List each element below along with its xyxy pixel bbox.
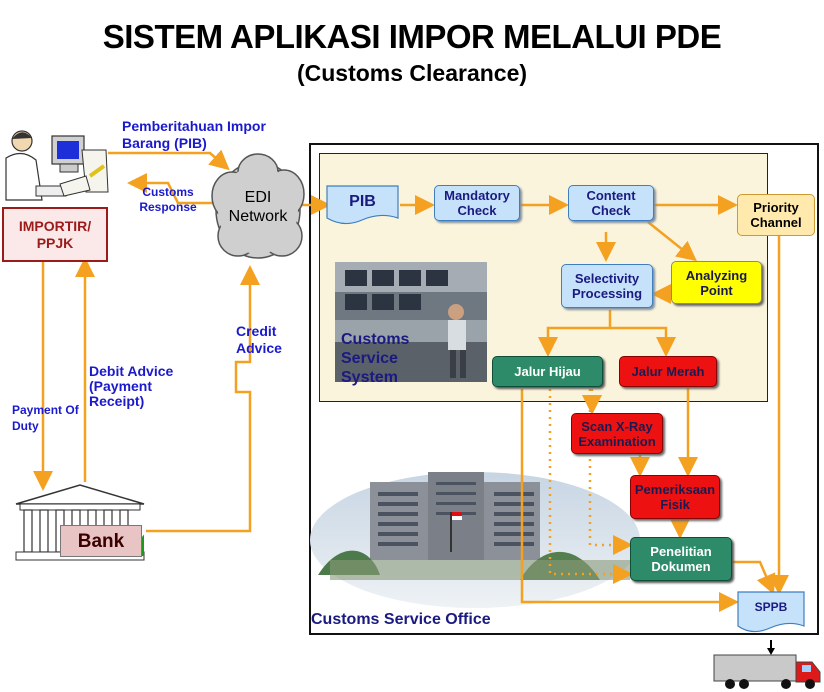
pemeriksaan-fisik-node: Pemeriksaan Fisik <box>630 475 720 519</box>
importir-ppjk-box: IMPORTIR/ PPJK <box>2 207 108 262</box>
mandatory-check-node: Mandatory Check <box>434 185 520 221</box>
diagram-title: SISTEM APLIKASI IMPOR MELALUI PDE <box>102 18 722 55</box>
sppb-document: SPPB <box>738 592 804 622</box>
scan-xray-label: Scan X-Ray Examination <box>578 418 656 449</box>
jalur-merah-node: Jalur Merah <box>619 356 717 387</box>
customs-service-system-label: Customs Service System <box>341 331 410 386</box>
selectivity-processing-label: Selectivity Processing <box>571 271 643 301</box>
selectivity-processing-node: Selectivity Processing <box>561 264 653 308</box>
pib-document: PIB <box>327 186 398 216</box>
credit-advice-label: Credit Advice <box>236 323 282 356</box>
penelitian-dokumen-node: Penelitian Dokumen <box>630 537 732 581</box>
edi-network-node: EDI Network <box>218 185 298 229</box>
pemberitahuan-label: Pemberitahuan Impor Barang (PIB) <box>122 118 266 151</box>
pib-label: PIB <box>349 192 376 210</box>
priority-channel-label: Priority Channel <box>750 200 802 230</box>
content-check-node: Content Check <box>568 185 654 221</box>
debit-advice-label: Debit Advice (Payment Receipt) <box>89 363 174 409</box>
edi-network-label: EDI Network <box>228 189 288 225</box>
scan-xray-node: Scan X-Ray Examination <box>571 413 663 454</box>
importir-ppjk-label: IMPORTIR/ PPJK <box>18 217 92 251</box>
customs-response-label: Customs Response <box>139 185 197 214</box>
bank-label: Bank <box>77 530 125 552</box>
penelitian-dokumen-label: Penelitian Dokumen <box>650 544 712 574</box>
content-check-label: Content Check <box>586 188 636 218</box>
priority-channel-node: Priority Channel <box>737 194 815 236</box>
mandatory-check-label: Mandatory Check <box>444 188 510 218</box>
jalur-hijau-node: Jalur Hijau <box>492 356 603 387</box>
customs-service-office-label: Customs Service Office <box>311 611 491 628</box>
payment-of-duty-label: Payment Of Duty <box>12 403 79 433</box>
analyzing-point-label: Analyzing Point <box>685 267 748 298</box>
jalur-merah-label: Jalur Merah <box>631 364 705 379</box>
diagram-subtitle: (Customs Clearance) <box>296 60 528 86</box>
analyzing-point-node: Analyzing Point <box>671 261 762 304</box>
bank-node: Bank <box>60 525 142 557</box>
sppb-label: SPPB <box>754 599 788 614</box>
pemeriksaan-fisik-label: Pemeriksaan Fisik <box>634 482 716 512</box>
jalur-hijau-label: Jalur Hijau <box>514 364 581 379</box>
